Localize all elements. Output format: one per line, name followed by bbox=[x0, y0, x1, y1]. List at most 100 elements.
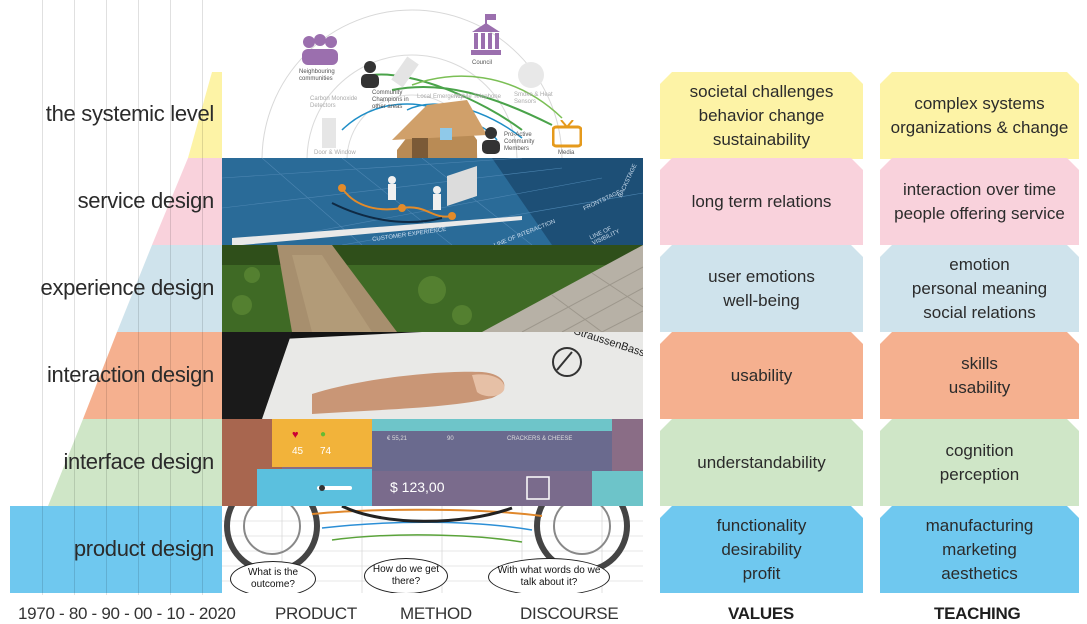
level-label-systemic: the systemic level bbox=[45, 101, 215, 126]
pyramid-band-product bbox=[10, 506, 222, 593]
level-label-product: product design bbox=[73, 536, 214, 561]
teaching-text: manufacturing bbox=[925, 515, 1034, 535]
values-text: usability bbox=[730, 365, 793, 385]
systemic-image: Neighbouring communities Community Champ… bbox=[222, 0, 643, 158]
discourse-column-label: DISCOURSE bbox=[520, 604, 619, 623]
teaching-text: complex systems bbox=[914, 93, 1045, 113]
pyramid-band-interface bbox=[48, 419, 222, 506]
teaching-text: interaction over time bbox=[902, 179, 1057, 199]
interface-app-graphic bbox=[222, 419, 643, 506]
teaching-text: perception bbox=[939, 464, 1020, 484]
timeline-line bbox=[138, 0, 139, 595]
media-label: Media bbox=[558, 150, 575, 156]
mobile-label: Mobile Telephone bbox=[454, 94, 501, 100]
tab-a: € 55,21 bbox=[387, 436, 408, 442]
pyramid-band-service bbox=[152, 158, 222, 245]
get-there-speech-cloud: How do we get there? bbox=[364, 558, 448, 593]
teaching-text: cognition bbox=[945, 440, 1014, 460]
lifeline-label: Local Emergency bbox=[417, 94, 464, 100]
teaching-box-product: manufacturing marketing aesthetics bbox=[880, 506, 1079, 593]
teaching-text: organizations & change bbox=[890, 117, 1069, 137]
values-text: behavior change bbox=[698, 105, 825, 125]
teaching-text: emotion bbox=[949, 254, 1010, 274]
values-text: long term relations bbox=[691, 191, 832, 211]
values-text: sustainability bbox=[712, 129, 811, 149]
values-text: functionality bbox=[716, 515, 807, 535]
method-column-label: METHOD bbox=[400, 604, 472, 623]
person-icon bbox=[480, 126, 502, 158]
values-box-systemic: societal challenges behavior change sustai… bbox=[660, 72, 863, 159]
level-label-experience: experience design bbox=[40, 275, 215, 300]
timeline-line bbox=[170, 0, 171, 595]
smoke-sensor-icon bbox=[518, 62, 544, 88]
teaching-box-systemic: complex systems organizations & change bbox=[880, 72, 1079, 159]
heart-icon: ♥ bbox=[292, 429, 299, 441]
door-sensor-icon bbox=[322, 118, 336, 148]
teaching-text: skills bbox=[961, 353, 998, 373]
price-display: $ 123,00 bbox=[390, 479, 445, 495]
values-box-service: long term relations bbox=[660, 158, 863, 245]
teaching-text: usability bbox=[948, 377, 1011, 397]
teaching-text: personal meaning bbox=[911, 278, 1048, 298]
values-text: well-being bbox=[723, 290, 800, 310]
systemic-network-graphic bbox=[261, 9, 563, 158]
values-text: desirability bbox=[721, 539, 802, 559]
proactive-label: Pro-Active Community Members bbox=[504, 132, 535, 152]
pyramid-band-experience bbox=[117, 245, 222, 332]
teaching-box-interface: cognition perception bbox=[880, 419, 1079, 506]
council-building-icon bbox=[470, 14, 502, 63]
tab-b: 90 bbox=[447, 436, 454, 442]
teaching-text: aesthetics bbox=[941, 563, 1018, 583]
values-box-interaction: usability bbox=[660, 332, 863, 419]
values-column-label: VALUES bbox=[728, 604, 794, 623]
service-blueprint-image: FRONTSTAGE BACKSTAGE LINE OF VISIBILITY … bbox=[222, 158, 643, 245]
words-speech-cloud: With what words do we talk about it? bbox=[488, 558, 610, 593]
timeline-line bbox=[202, 0, 203, 595]
carbon-label: Carbon Monoxide Detectors bbox=[310, 96, 358, 109]
product-motorbike-image: What is the outcome? How do we get there… bbox=[222, 506, 643, 593]
values-text: societal challenges bbox=[689, 81, 834, 101]
timeline-axis-label: 1970 - 80 - 90 - 00 - 10 - 2020 bbox=[18, 604, 236, 623]
outcome-speech-cloud: What is the outcome? bbox=[230, 561, 316, 593]
experience-path-image bbox=[222, 245, 643, 332]
garden-path-graphic bbox=[222, 245, 643, 332]
product-column-label: PRODUCT bbox=[275, 604, 357, 623]
teaching-text: people offering service bbox=[894, 203, 1065, 223]
interface-ui-image: ♥ ● 45 74 € 55,21 90 CRACKERS & CHEESE $… bbox=[222, 419, 643, 506]
neighbouring-label: Neighbouring communities bbox=[299, 69, 335, 82]
values-text: user emotions bbox=[708, 266, 815, 286]
values-text: understandability bbox=[697, 452, 826, 472]
interaction-touch-image: StraussenBass.ai bbox=[222, 332, 643, 419]
champions-label: Community Champions in other areas bbox=[372, 90, 409, 110]
timeline-line bbox=[74, 0, 75, 595]
values-box-experience: user emotions well-being bbox=[660, 245, 863, 332]
values-box-interface: understandability bbox=[660, 419, 863, 506]
teaching-box-service: interaction over time people offering ser… bbox=[880, 158, 1079, 245]
council-label: Council bbox=[472, 60, 493, 66]
teaching-text: marketing bbox=[942, 539, 1017, 559]
door-label: Door & Window bbox=[314, 150, 356, 156]
design-levels-pyramid bbox=[10, 72, 222, 593]
pyramid-band-systemic bbox=[188, 72, 222, 158]
level-label-service: service design bbox=[77, 188, 215, 213]
person-icon bbox=[359, 60, 381, 93]
people-group-icon bbox=[299, 34, 341, 71]
values-text: profit bbox=[742, 563, 781, 583]
teaching-column-label: TEACHING bbox=[934, 604, 1021, 623]
teaching-box-interaction: skills usability bbox=[880, 332, 1079, 419]
service-blueprint-graphic bbox=[222, 158, 643, 245]
finger-tablet-graphic bbox=[222, 332, 643, 419]
person-icon: ● bbox=[320, 429, 327, 440]
timeline-line bbox=[106, 0, 107, 595]
values-box-product: functionality desirability profit bbox=[660, 506, 863, 593]
level-label-interaction: interaction design bbox=[46, 362, 214, 387]
person-count: 74 bbox=[320, 446, 332, 457]
level-label-interface: interface design bbox=[63, 449, 214, 474]
heart-count: 45 bbox=[292, 446, 304, 457]
smoke-label: Smoke & Heat Sensors bbox=[514, 92, 553, 105]
tv-icon bbox=[551, 119, 583, 153]
tab-c: CRACKERS & CHEESE bbox=[507, 436, 573, 442]
timeline-line bbox=[42, 0, 43, 595]
pyramid-band-interaction bbox=[83, 332, 222, 419]
